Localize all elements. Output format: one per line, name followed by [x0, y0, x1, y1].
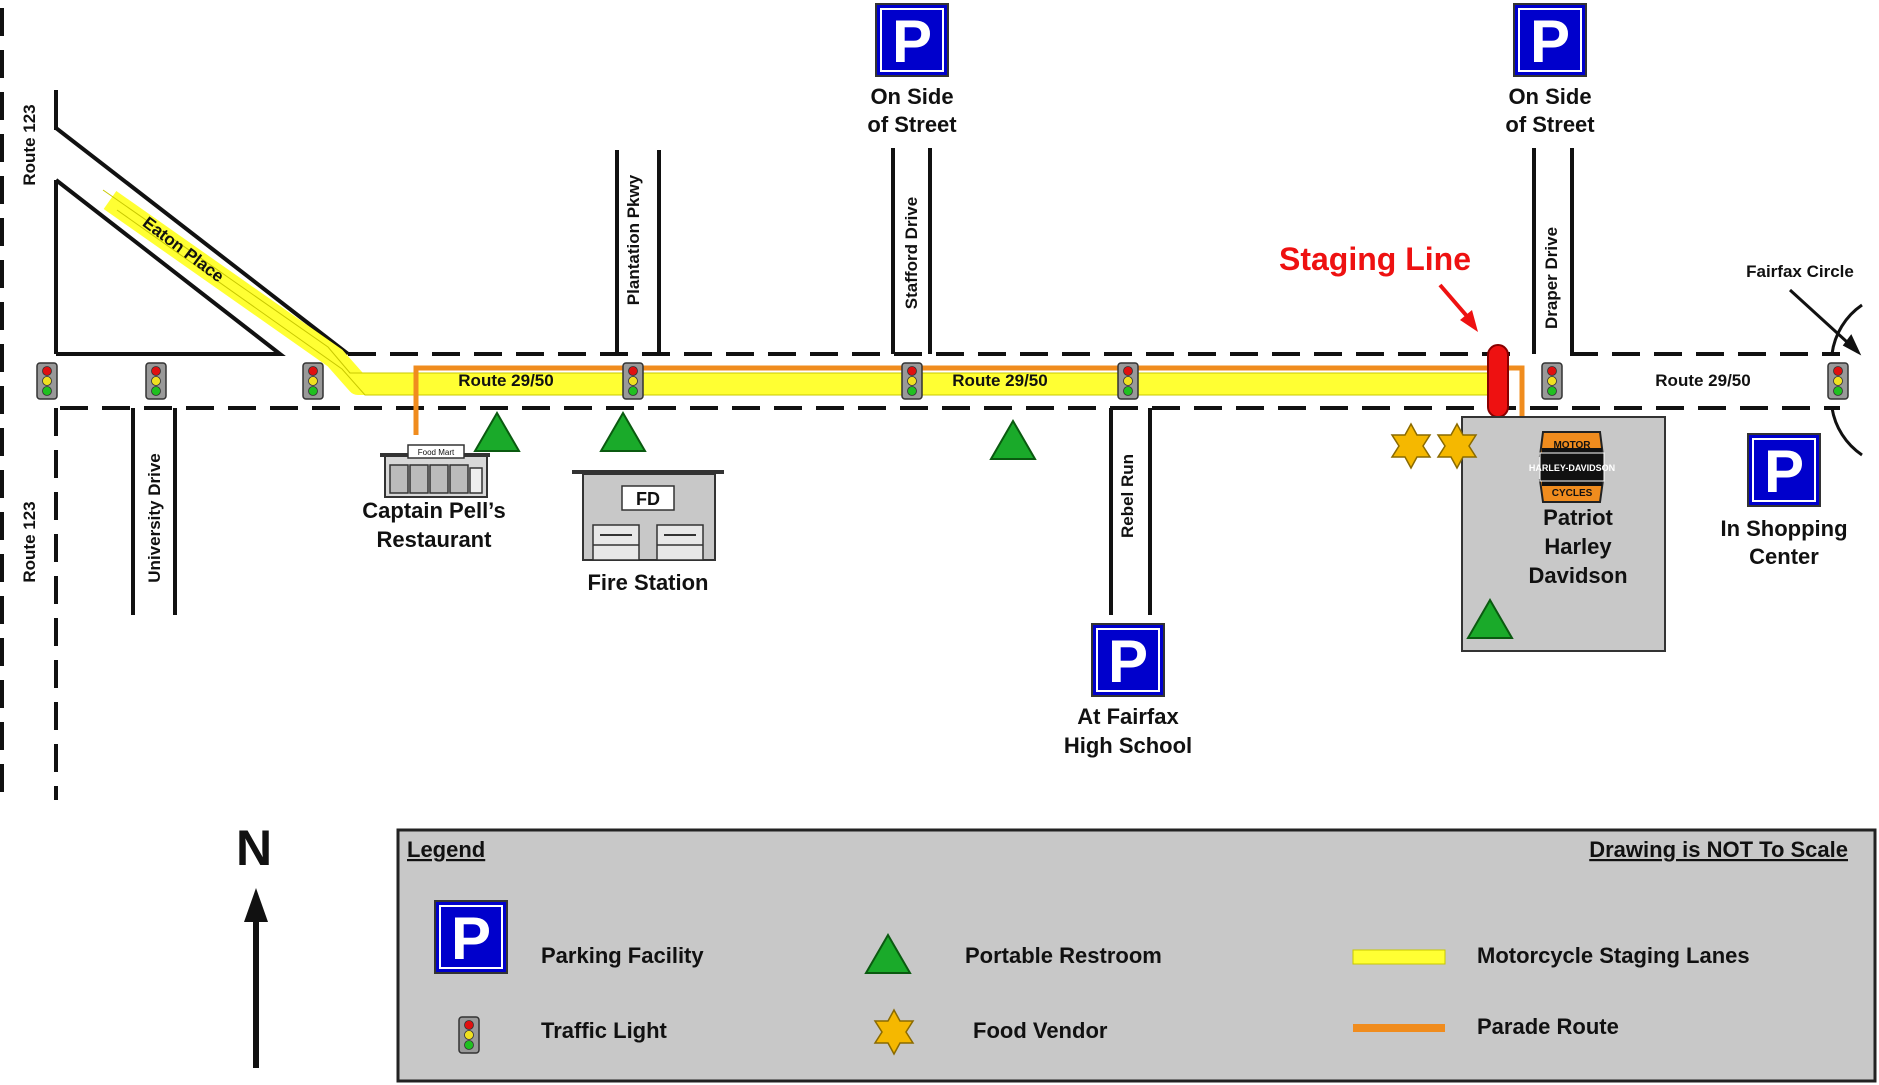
- dealer-label-1: Patriot: [1543, 505, 1613, 530]
- legend-staging-lanes: Motorcycle Staging Lanes: [1477, 943, 1750, 968]
- parking-high-school: P At Fairfax High School: [1064, 623, 1192, 758]
- parade-route: [413, 365, 1525, 435]
- dealer-label-2: Harley: [1544, 534, 1612, 559]
- traffic-light-icon: [901, 362, 923, 400]
- traffic-light-icon: [145, 362, 167, 400]
- parking-school-label-2: High School: [1064, 733, 1192, 758]
- legend-parade-route: Parade Route: [1477, 1014, 1619, 1039]
- harley-logo-top: MOTOR: [1553, 440, 1591, 451]
- staging-line-marker: [1487, 344, 1509, 418]
- road-solid-edges: [54, 90, 1574, 800]
- legend-title: Legend: [407, 837, 485, 862]
- fire-station-label: Fire Station: [587, 570, 708, 595]
- parking-symbol: P: [1108, 628, 1148, 695]
- restroom-triangle-icon: [600, 412, 646, 452]
- traffic-light-icon: [458, 1016, 480, 1054]
- restrooms: [474, 412, 1036, 460]
- parking-draper-label-1: On Side: [1508, 84, 1591, 109]
- parking-shopping-label-1: In Shopping: [1720, 516, 1847, 541]
- harley-logo-bottom: CYCLES: [1552, 488, 1593, 499]
- parking-stafford-label-1: On Side: [870, 84, 953, 109]
- star-icon: [1391, 423, 1431, 469]
- traffic-light-icon: [622, 362, 644, 400]
- label-route123-south: Route 123: [20, 501, 39, 582]
- fairfax-circle: [1788, 288, 1863, 457]
- legend-restroom: Portable Restroom: [965, 943, 1162, 968]
- fire-station: FD Fire Station: [572, 470, 724, 595]
- parade-route-swatch: [1353, 1024, 1445, 1032]
- legend: Legend Drawing is NOT To Scale P Parking…: [396, 828, 1877, 1083]
- label-draper-drive: Draper Drive: [1542, 227, 1561, 329]
- harley-logo-mid: HARLEY-DAVIDSON: [1529, 463, 1615, 473]
- label-route2950-b: Route 29/50: [952, 371, 1047, 390]
- label-rebel-run: Rebel Run: [1118, 454, 1137, 538]
- label-route2950-a: Route 29/50: [458, 371, 553, 390]
- road-edges: [0, 8, 1840, 800]
- parking-draper: P On Side of Street: [1505, 3, 1595, 137]
- fd-sign: FD: [636, 489, 660, 509]
- restaurant: Food Mart Captain Pell’s Restaurant: [362, 444, 506, 552]
- dealer-label-3: Davidson: [1528, 563, 1627, 588]
- food-mart-sign: Food Mart: [418, 448, 455, 457]
- parking-shopping: P In Shopping Center: [1720, 433, 1848, 569]
- parking-stafford-label-2: of Street: [867, 112, 957, 137]
- legend-scale-note: Drawing is NOT To Scale: [1589, 837, 1848, 862]
- traffic-light-icon: [1827, 362, 1849, 400]
- traffic-light-icon: [36, 362, 58, 400]
- label-stafford-drive: Stafford Drive: [902, 197, 921, 309]
- parking-draper-label-2: of Street: [1505, 112, 1595, 137]
- parking-school-label-1: At Fairfax: [1077, 704, 1179, 729]
- label-fairfax-circle: Fairfax Circle: [1746, 262, 1854, 281]
- label-route123-north: Route 123: [20, 104, 39, 185]
- staging-line-label: Staging Line: [1279, 241, 1471, 277]
- traffic-light-icon: [302, 362, 324, 400]
- legend-parking: Parking Facility: [541, 943, 704, 968]
- compass: N: [236, 820, 272, 1068]
- traffic-light-icon: [1117, 362, 1139, 400]
- parking-stafford: P On Side of Street: [867, 3, 957, 137]
- restroom-triangle-icon: [990, 420, 1036, 460]
- staging-lanes: [103, 190, 1490, 395]
- parking-symbol: P: [892, 8, 932, 75]
- parking-symbol: P: [451, 905, 491, 972]
- restaurant-label-2: Restaurant: [377, 527, 493, 552]
- harley-dealer: MOTOR HARLEY-DAVIDSON CYCLES Patriot Har…: [1461, 416, 1666, 652]
- label-route2950-c: Route 29/50: [1655, 371, 1750, 390]
- parking-symbol: P: [1530, 8, 1570, 75]
- legend-traffic-light: Traffic Light: [541, 1018, 668, 1043]
- staging-lanes-swatch: [1352, 949, 1446, 965]
- compass-label: N: [236, 820, 272, 876]
- restroom-triangle-icon: [474, 412, 520, 452]
- harley-logo: MOTOR HARLEY-DAVIDSON CYCLES: [1529, 431, 1615, 503]
- parking-shopping-label-2: Center: [1749, 544, 1819, 569]
- label-plantation-pkwy: Plantation Pkwy: [624, 174, 643, 305]
- parking-symbol: P: [1764, 438, 1804, 505]
- restaurant-label-1: Captain Pell’s: [362, 498, 505, 523]
- label-university-drive: University Drive: [145, 453, 164, 582]
- traffic-light-icon: [1541, 362, 1563, 400]
- legend-food-vendor: Food Vendor: [973, 1018, 1108, 1043]
